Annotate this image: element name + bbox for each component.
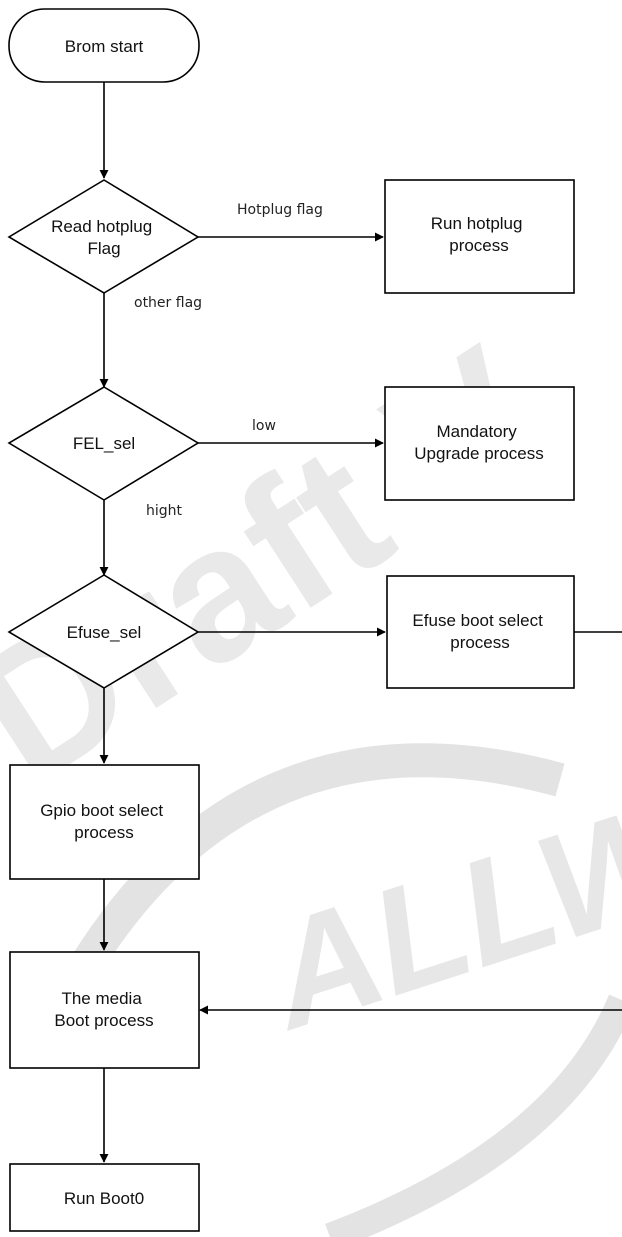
node-label-mandatory-upgrade: Mandatory Upgrade process — [414, 422, 543, 463]
edges — [99, 82, 622, 1163]
process-shape — [384, 386, 575, 501]
decision-shape — [7, 574, 200, 689]
process-shape — [386, 575, 575, 689]
node-label-gpio-boot: Gpio boot select process — [40, 801, 168, 842]
node-label-fel-sel: FEL_sel — [73, 434, 135, 453]
edge-label-hight: hight — [146, 503, 183, 519]
node-media-boot: The media Boot process — [9, 951, 200, 1069]
terminal-shape — [8, 8, 200, 83]
node-label-brom-start: Brom start — [65, 37, 144, 56]
watermark-swoosh — [44, 743, 565, 1018]
watermark-brand-text: ALLW — [244, 766, 622, 1062]
process-shape — [9, 764, 200, 880]
node-fel-sel: FEL_sel — [7, 386, 200, 501]
edge-label-other-flag: other flag — [134, 295, 202, 311]
node-label-efuse-sel: Efuse_sel — [67, 623, 142, 642]
node-gpio-boot: Gpio boot select process — [9, 764, 200, 880]
watermark-draft-text: Draft V — [0, 307, 575, 824]
node-read-hotplug: Read hotplug Flag — [7, 179, 200, 294]
node-efuse-boot: Efuse boot select process — [386, 575, 575, 689]
edge-label-hotplug-flag: Hotplug flag — [237, 202, 323, 218]
node-efuse-sel: Efuse_sel — [7, 574, 200, 689]
node-label-media-boot: The media Boot process — [54, 989, 153, 1030]
node-label-efuse-boot: Efuse boot select process — [412, 611, 547, 652]
node-label-run-hotplug: Run hotplug process — [431, 214, 527, 255]
edge-label-low: low — [252, 418, 276, 434]
node-label-run-boot0: Run Boot0 — [64, 1189, 144, 1208]
watermark-swoosh-lower — [325, 994, 622, 1237]
node-brom-start: Brom start — [8, 8, 200, 83]
node-label-read-hotplug: Read hotplug Flag — [51, 217, 157, 258]
decision-shape — [7, 386, 200, 501]
node-mandatory-upgrade: Mandatory Upgrade process — [384, 386, 575, 501]
node-run-hotplug: Run hotplug process — [384, 179, 575, 294]
process-shape — [9, 951, 200, 1069]
decision-shape — [7, 179, 200, 294]
process-shape — [9, 1163, 200, 1232]
node-run-boot0: Run Boot0 — [9, 1163, 200, 1232]
process-shape — [384, 179, 575, 294]
edge-labels: Hotplug flag other flag low hight — [134, 202, 323, 519]
